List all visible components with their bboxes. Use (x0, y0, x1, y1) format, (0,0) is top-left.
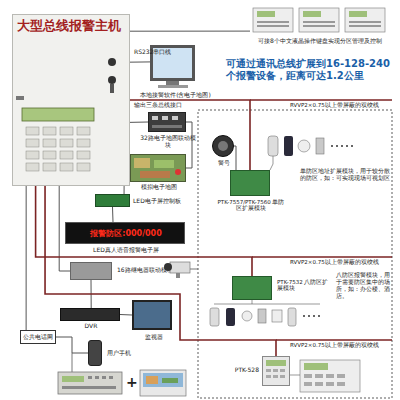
map-board: 模拟电子地图 (130, 154, 186, 182)
node-label: 可接8个中文液晶操作键盘实现分区管理及控制 (250, 38, 390, 45)
bus-wire (250, 99, 392, 101)
keypad-module: PTK-528 (262, 356, 290, 386)
node-label: LED真人语音报警电子屏 (66, 247, 186, 254)
node-label: PTK-528 (213, 367, 259, 374)
signal-wire (56, 337, 88, 353)
bus-note: 输出三条总线接口 (134, 102, 204, 109)
cable-spec: RVVP2×0.75以上带屏蔽的双绞线 (290, 342, 392, 348)
computer-stand (158, 81, 188, 88)
node-label: 报警防区:000/000 (68, 229, 184, 238)
cable-label: RS232串口线 (134, 49, 171, 56)
bus-wire (276, 339, 392, 341)
detector-symbols (210, 300, 320, 326)
panel-details (16, 58, 116, 171)
node-label: DVR (61, 323, 121, 330)
signal-wire (186, 122, 192, 168)
signal-wire (130, 61, 150, 62)
bus-wire (252, 256, 392, 258)
single-zone-module: PTK-7557/PTK-7560 单防区扩展模块 (230, 170, 270, 196)
capacity-note: 可通过通讯总线扩展到16-128-240个报警设备，距离可达1.2公里 (226, 58, 390, 81)
cable-spec: RVVP2×0.75以上带屏蔽的双绞线 (290, 259, 392, 265)
signal-wire (130, 31, 250, 32)
signal-wire (124, 186, 125, 194)
node-label: LED电子屏控制板 (133, 198, 203, 205)
led-sign: 报警防区:000/000LED真人语音报警电子屏 (65, 222, 185, 244)
signal-wire (130, 122, 148, 123)
node-label: 公共电话网 (21, 334, 55, 341)
camera-symbol (164, 262, 190, 278)
led-control-board: LED电子屏控制板 (95, 194, 130, 207)
node-label: 32路电子地图联动模块 (139, 135, 197, 149)
module-description: 八防区报警模块，用于需要防区集中的场所，如：办公楼、酒店。 (336, 272, 390, 300)
detector-symbols (268, 136, 353, 170)
node-label: 模拟电子地图 (131, 184, 187, 191)
keypad-group: 可接8个中文液晶操作键盘实现分区管理及控制 (250, 5, 390, 35)
node-label: PTK-7532 八防区扩展模块 (277, 279, 333, 292)
signal-wire (112, 207, 114, 222)
map-illustration (134, 158, 181, 178)
node-label: 用户手机 (107, 350, 147, 357)
alarm-receiver (58, 353, 186, 396)
node-label: 16路继电器联动模块 (117, 267, 173, 274)
monitor-screen: 监视器 (132, 300, 172, 330)
linkage-module: 32路电子地图联动模块 (148, 112, 186, 132)
mobile-phone: 用户手机 (88, 340, 102, 366)
node-label: 监视器 (134, 334, 174, 341)
lcd-keypads (253, 8, 385, 32)
panel-title: 大型总线报警主机 (17, 19, 129, 34)
siren: 警号 (212, 135, 234, 157)
node-label: 警号 (209, 160, 239, 167)
bus-cable (45, 186, 276, 356)
phone-network: 公共电话网 (20, 330, 56, 344)
siren-symbol (218, 141, 228, 151)
zone-frame (198, 110, 392, 398)
signal-wire (190, 269, 198, 270)
keypad-device (266, 360, 360, 392)
signal-wire (26, 186, 27, 330)
signal-wire (120, 314, 132, 316)
control-panel: 大型总线报警主机 (12, 14, 130, 186)
module-description: 单防区地址扩展模块，用于较分散的防区，如：可实现现场可视划区 (300, 168, 390, 182)
node-label: 本地接警软件(含电子地图) (123, 92, 228, 99)
plus-sign: + (126, 374, 138, 390)
cable-spec: RVVP2×0.75以上带屏蔽的双绞线 (290, 102, 392, 108)
module-chips (152, 116, 182, 128)
relay-module: 16路继电器联动模块 (70, 262, 112, 280)
signal-wire (234, 146, 236, 170)
node-label: PTK-7557/PTK-7560 单防区扩展模块 (217, 199, 285, 212)
eight-zone-module: PTK-7532 八防区扩展模块 (232, 276, 272, 300)
dvr-box: DVR (60, 308, 120, 321)
